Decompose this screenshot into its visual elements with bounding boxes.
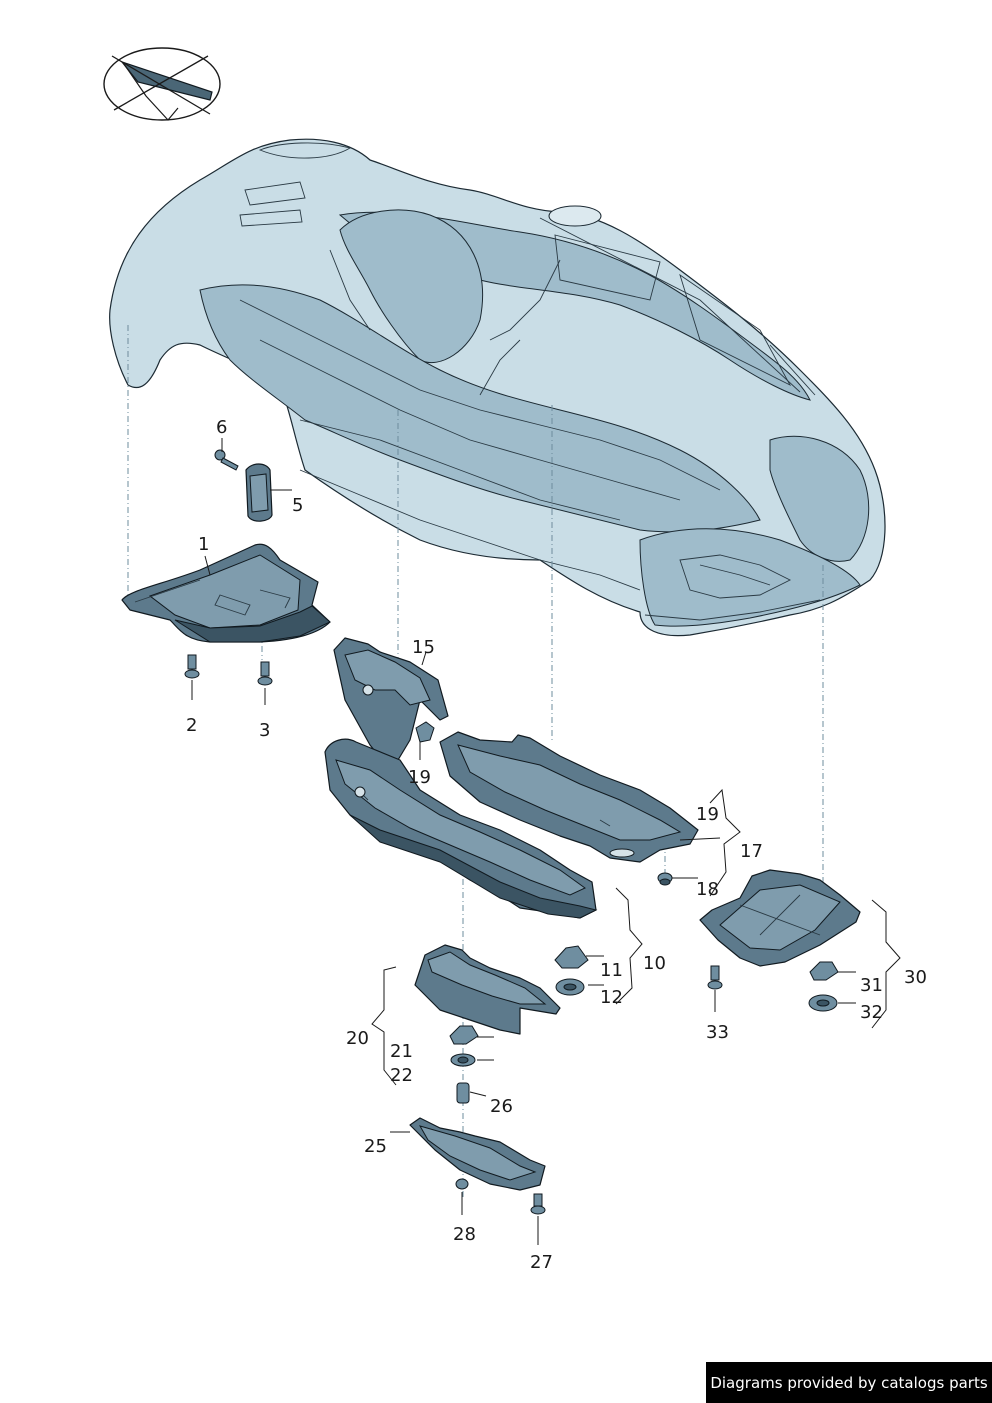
callout-32: 32 [860, 1002, 883, 1023]
credit-banner: Diagrams provided by catalogs parts [706, 1362, 992, 1403]
callout-1: 1 [198, 534, 210, 555]
callout-3: 3 [259, 720, 271, 741]
callout-17: 17 [740, 841, 763, 862]
callout-19-right: 19 [696, 804, 719, 825]
group-brackets [371, 788, 901, 1086]
callout-21: 21 [390, 1041, 413, 1062]
callout-19-left: 19 [408, 767, 431, 788]
main-underbody-panel [324, 738, 598, 919]
nut-fastener [449, 1025, 479, 1104]
front-underbody-panel [121, 543, 331, 643]
callout-28: 28 [453, 1224, 476, 1245]
callout-27: 27 [530, 1252, 553, 1273]
callout-15: 15 [412, 637, 435, 658]
callout-26: 26 [490, 1096, 513, 1117]
crossed-out-view-icon [103, 47, 221, 121]
bolt-fastener [214, 449, 239, 471]
leader-lines [191, 438, 856, 1245]
callout-33: 33 [706, 1022, 729, 1043]
callout-20: 20 [346, 1028, 369, 1049]
callout-2: 2 [186, 715, 198, 736]
heat-shield-part [333, 637, 449, 762]
callout-30: 30 [904, 967, 927, 988]
callout-10: 10 [643, 953, 666, 974]
callout-5: 5 [292, 495, 304, 516]
callout-12: 12 [600, 987, 623, 1008]
callout-6: 6 [216, 417, 228, 438]
bolt-fastener [184, 654, 273, 686]
rear-underbody-panel [699, 869, 861, 967]
callout-22: 22 [390, 1065, 413, 1086]
clip-fastener [415, 721, 435, 743]
tunnel-end-shield [409, 1117, 546, 1191]
callout-18: 18 [696, 879, 719, 900]
callout-11: 11 [600, 960, 623, 981]
callout-25: 25 [364, 1136, 387, 1157]
callout-31: 31 [860, 975, 883, 996]
rear-tunnel-panel [439, 731, 699, 863]
bolt-fastener [455, 1178, 546, 1215]
vehicle-underbody-illustration [109, 138, 886, 637]
bolt-fastener [707, 965, 723, 990]
bracket-part [245, 463, 273, 522]
center-heat-shield [414, 944, 561, 1035]
nut-fastener [554, 945, 589, 996]
nut-fastener [808, 961, 839, 1012]
nut-fastener [657, 872, 673, 886]
